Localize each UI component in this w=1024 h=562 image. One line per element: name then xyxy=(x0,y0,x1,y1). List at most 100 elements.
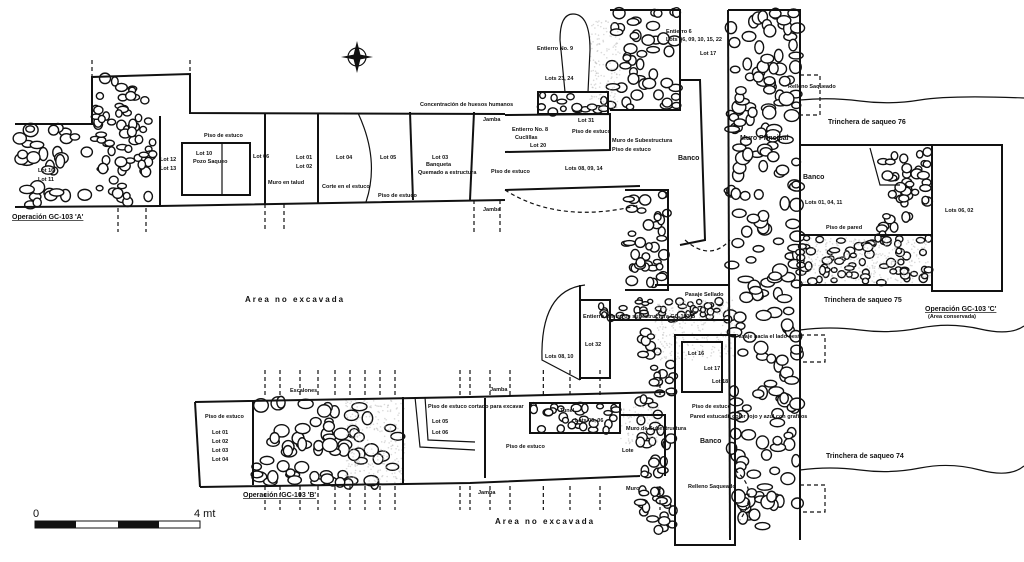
stipple-dot xyxy=(873,240,876,243)
stone xyxy=(788,51,804,60)
stipple-dot xyxy=(663,340,666,343)
stipple-dot xyxy=(829,253,831,256)
stipple-dot xyxy=(374,404,377,407)
stipple-dot xyxy=(394,463,397,466)
stone xyxy=(646,515,660,523)
stone xyxy=(785,218,801,230)
stipple-dot xyxy=(372,465,374,468)
stipple-dot xyxy=(363,446,366,449)
stipple-dot xyxy=(622,408,625,410)
note-label: Concentración de huesos humanos xyxy=(420,102,513,108)
stipple-dot xyxy=(677,355,679,358)
stipple-dot xyxy=(600,108,603,111)
stipple-dot xyxy=(652,437,655,439)
stipple-dot xyxy=(665,342,668,345)
stipple-dot xyxy=(814,272,817,274)
stipple-dot xyxy=(592,23,595,26)
stone xyxy=(782,306,795,316)
stipple-dot xyxy=(872,262,875,264)
stipple-dot xyxy=(403,446,406,449)
stone xyxy=(126,126,138,138)
stone xyxy=(316,404,332,418)
stone xyxy=(830,277,838,284)
stone xyxy=(653,212,662,222)
stipple-dot xyxy=(825,258,828,260)
stipple-dot xyxy=(377,410,380,413)
stipple-dot xyxy=(618,73,621,76)
stipple-dot xyxy=(724,335,727,338)
lot-label: Lot 16 xyxy=(38,168,54,174)
stipple-dot xyxy=(824,248,827,251)
stipple-dot xyxy=(844,270,846,273)
steps-label: Escalones xyxy=(290,388,317,394)
stipple-dot xyxy=(663,356,666,358)
stone xyxy=(287,475,303,485)
stipple-dot xyxy=(704,300,707,303)
stipple-dot xyxy=(351,418,354,421)
bench-label: Banqueta xyxy=(426,162,452,168)
stipple-dot xyxy=(389,431,392,433)
stone xyxy=(740,428,757,441)
lot-label: Lots 06, 02 xyxy=(945,208,973,214)
stone xyxy=(656,234,668,242)
stipple-dot xyxy=(656,440,658,443)
stipple-dot xyxy=(695,338,698,341)
stipple-dot xyxy=(372,452,375,455)
stipple-dot xyxy=(723,347,726,350)
stone xyxy=(661,208,672,218)
stipple-dot xyxy=(917,248,919,251)
stipple-dot xyxy=(911,271,914,273)
stipple-dot xyxy=(630,416,633,418)
stipple-dot xyxy=(598,38,600,40)
burial-label: Entierro No. 8 xyxy=(512,127,548,133)
stipple-dot xyxy=(661,357,663,360)
stone xyxy=(655,262,664,271)
stipple-dot xyxy=(672,315,674,318)
stipple-dot xyxy=(911,281,914,284)
stone xyxy=(556,405,565,413)
stipple-dot xyxy=(383,403,386,406)
stipple-dot xyxy=(675,316,678,319)
stipple-dot xyxy=(379,430,381,433)
stipple-dot xyxy=(353,452,355,455)
floor-label: Piso de estuco xyxy=(692,404,731,410)
stipple-dot xyxy=(879,262,882,265)
stipple-dot xyxy=(850,240,853,243)
stipple-dot xyxy=(656,351,658,353)
stipple-dot xyxy=(828,264,830,267)
looting-pit-label: Pozo Saqueo xyxy=(193,159,228,165)
stipple-dot xyxy=(866,247,869,249)
stipple-dot xyxy=(373,476,375,478)
sealed-passage-label: Pasaje Sellado xyxy=(685,292,724,298)
stone xyxy=(625,275,639,287)
stipple-dot xyxy=(399,436,402,439)
stipple-dot xyxy=(899,245,902,248)
stipple-dot xyxy=(394,481,396,484)
stipple-dot xyxy=(807,256,810,258)
stone xyxy=(849,252,858,259)
stipple-dot xyxy=(600,51,603,54)
lot-label: Lot 03 xyxy=(432,155,448,161)
stone xyxy=(804,261,813,271)
stipple-dot xyxy=(861,273,863,275)
stone xyxy=(566,93,575,101)
stipple-dot xyxy=(699,330,702,332)
stipple-dot xyxy=(628,409,631,412)
stipple-dot xyxy=(376,422,379,425)
stipple-dot xyxy=(662,307,665,309)
stipple-dot xyxy=(603,75,605,77)
stipple-dot xyxy=(350,472,352,474)
stipple-dot xyxy=(804,270,806,272)
stipple-dot xyxy=(824,282,826,284)
stipple-dot xyxy=(618,38,621,40)
trench-75-label: Trinchera de saqueo 75 xyxy=(824,297,902,304)
north-arrow-icon xyxy=(341,41,373,73)
stipple-dot xyxy=(808,250,811,253)
stone xyxy=(645,427,656,436)
burial-label: Entierro No. 9 xyxy=(537,46,573,52)
stone xyxy=(918,248,928,257)
stipple-dot xyxy=(693,347,696,350)
stipple-dot xyxy=(821,254,824,256)
lot-label: Lot 02 xyxy=(296,164,312,170)
stipple-dot xyxy=(386,406,389,409)
